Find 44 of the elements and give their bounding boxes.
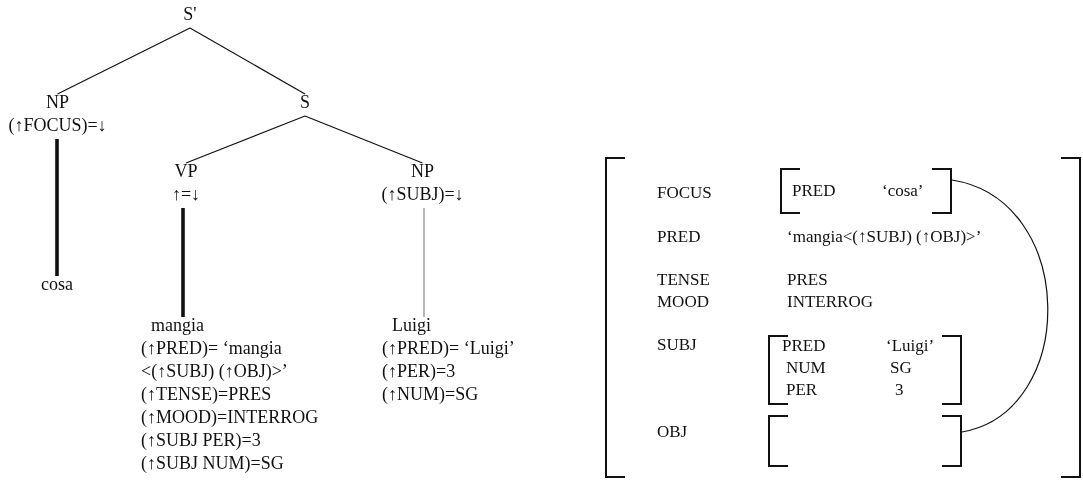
word: Luigi: [391, 314, 432, 337]
word: mangia: [150, 314, 205, 337]
category-label: VP: [173, 160, 199, 183]
attribute-name: TENSE: [657, 269, 710, 291]
attribute-name: PRED: [657, 226, 701, 248]
category-label: NP: [45, 91, 70, 114]
attribute-value: 3: [895, 379, 904, 401]
word: cosa: [40, 273, 74, 296]
equation: (↑MOOD)=INTERROG: [141, 406, 320, 429]
tree-branch: [181, 208, 185, 317]
tree-branch: [185, 115, 306, 164]
equation: (↑NUM)=SG: [382, 383, 480, 406]
attribute-name: OBJ: [657, 421, 688, 443]
category-label: S: [299, 91, 311, 114]
tree-branch: [189, 27, 306, 95]
equation: (↑PRED)= ‘mangia <(↑SUBJ) (↑OBJ)>’: [141, 337, 289, 383]
structure-sharing-line: [951, 179, 1049, 433]
functional-annotation: (↑FOCUS)=↓: [7, 114, 108, 137]
tree-branch: [55, 139, 59, 276]
attribute-name: PRED: [782, 335, 826, 357]
tree-branch: [423, 207, 425, 318]
attribute-value: ‘mangia<(↑SUBJ) (↑OBJ)>’: [787, 226, 982, 248]
attribute-value: SG: [890, 357, 912, 379]
equation: (↑TENSE)=PRES: [141, 383, 273, 406]
attribute-name: PER: [786, 379, 818, 401]
attribute-value: ‘cosa’: [882, 180, 924, 202]
category-label: S': [182, 3, 198, 26]
equation: (↑SUBJ PER)=3: [141, 429, 262, 452]
attribute-name: NUM: [786, 357, 826, 379]
attribute-name: FOCUS: [657, 182, 712, 204]
functional-annotation: (↑SUBJ)=↓: [380, 183, 465, 206]
attribute-value: ‘Luigi’: [886, 335, 935, 357]
tree-branch: [304, 115, 424, 164]
attribute-name: SUBJ: [657, 334, 697, 356]
attribute-value: PRES: [787, 269, 828, 291]
functional-annotation: ↑=↓: [170, 183, 202, 206]
equation: (↑PRED)= ‘Luigi’: [382, 337, 516, 360]
tree-branch: [56, 27, 191, 95]
equation: (↑PER)=3: [382, 360, 457, 383]
equation: (↑SUBJ NUM)=SG: [141, 452, 285, 475]
category-label: NP: [410, 160, 435, 183]
attribute-value: INTERROG: [787, 291, 873, 313]
attribute-name: PRED: [792, 180, 836, 202]
attribute-name: MOOD: [657, 291, 709, 313]
